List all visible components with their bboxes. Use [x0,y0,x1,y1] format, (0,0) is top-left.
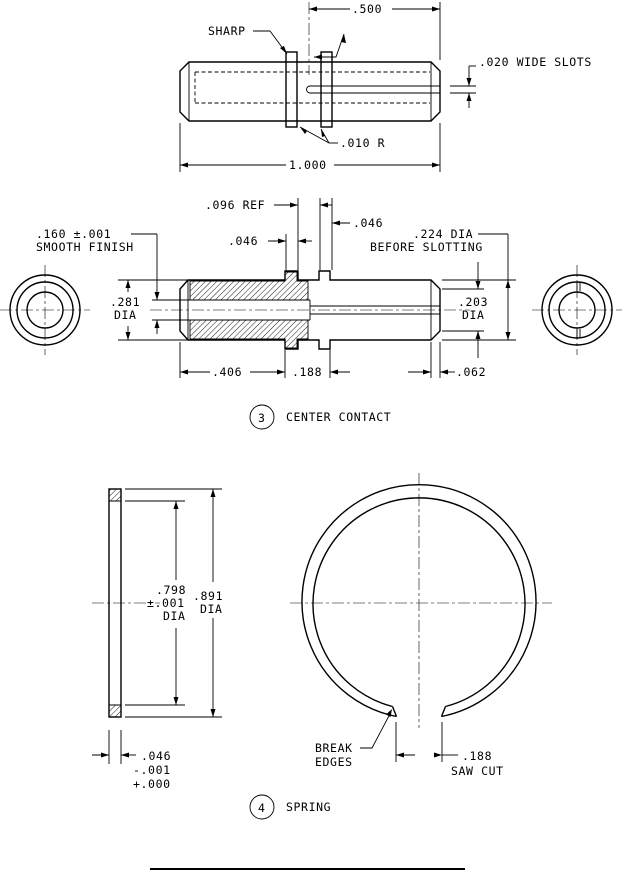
dim-500: .500 [352,2,382,16]
dim-188-saw: .188 [462,749,492,763]
dim-203: .203 [458,295,488,309]
center-contact-view: .096 REF .046 .046 .160 ±.001 SMOOTH FIN… [0,198,622,430]
dim-891: .891 [193,589,223,603]
center-contact-title: CENTER CONTACT [286,410,391,424]
ring-left [285,51,298,128]
dim-798-dia: DIA [163,609,186,623]
dim-203-dia: DIA [462,308,485,322]
dim-046-spring: .046 [141,749,171,763]
edges-label: EDGES [315,755,353,769]
slotted-contact-view: .500 SHARP .020 WIDE SLOTS .010 R 1.000 [179,2,592,172]
dim-891-dia: DIA [200,602,223,616]
dim-160-tol: .160 ±.001 [36,227,111,241]
saw-cut-label: SAW CUT [451,764,504,778]
dim-046-plus: +.000 [133,777,171,791]
dim-798: .798 [156,583,186,597]
radius-label: .010 R [340,136,385,150]
before-slotting-label: BEFORE SLOTTING [370,240,483,254]
spring-edge-hatch-top [108,488,122,502]
callout-center-contact: 3 CENTER CONTACT [249,404,391,430]
wide-slots-label: .020 WIDE SLOTS [479,55,592,69]
section-hatch-lower [189,319,309,349]
dim-281-dia: DIA [114,308,137,322]
dim-798-tol: ±.001 [147,596,185,610]
ring-right [320,51,333,128]
dim-062: .062 [456,365,486,379]
callout-spring: 4 SPRING [249,794,331,820]
slotted-contact-outline [179,61,441,122]
dim-1000: 1.000 [289,158,327,172]
sharp-label: SHARP [208,24,246,38]
spring-title: SPRING [286,800,331,814]
center-contact-section [150,270,470,350]
dim-046-minus: -.001 [133,763,171,777]
end-view-right [532,265,622,355]
dim-046-left: .046 [228,234,258,248]
section-hatch-upper [189,271,309,301]
end-view-left [0,265,90,355]
dim-406: .406 [212,365,242,379]
spring-edge-hatch-bottom [108,704,122,718]
dim-096-ref: .096 REF [205,198,265,212]
spring-view: .798 ±.001 DIA .891 DIA .046 -.001 +.000… [92,473,552,820]
dim-281: .281 [110,295,140,309]
callout-number-4: 4 [258,801,266,815]
break-label: BREAK [315,741,353,755]
smooth-finish-label: SMOOTH FINISH [36,240,134,254]
dim-188: .188 [292,365,322,379]
dim-046-right: .046 [353,216,383,230]
dim-224-dia: .224 DIA [413,227,473,241]
callout-number-3: 3 [258,411,266,425]
